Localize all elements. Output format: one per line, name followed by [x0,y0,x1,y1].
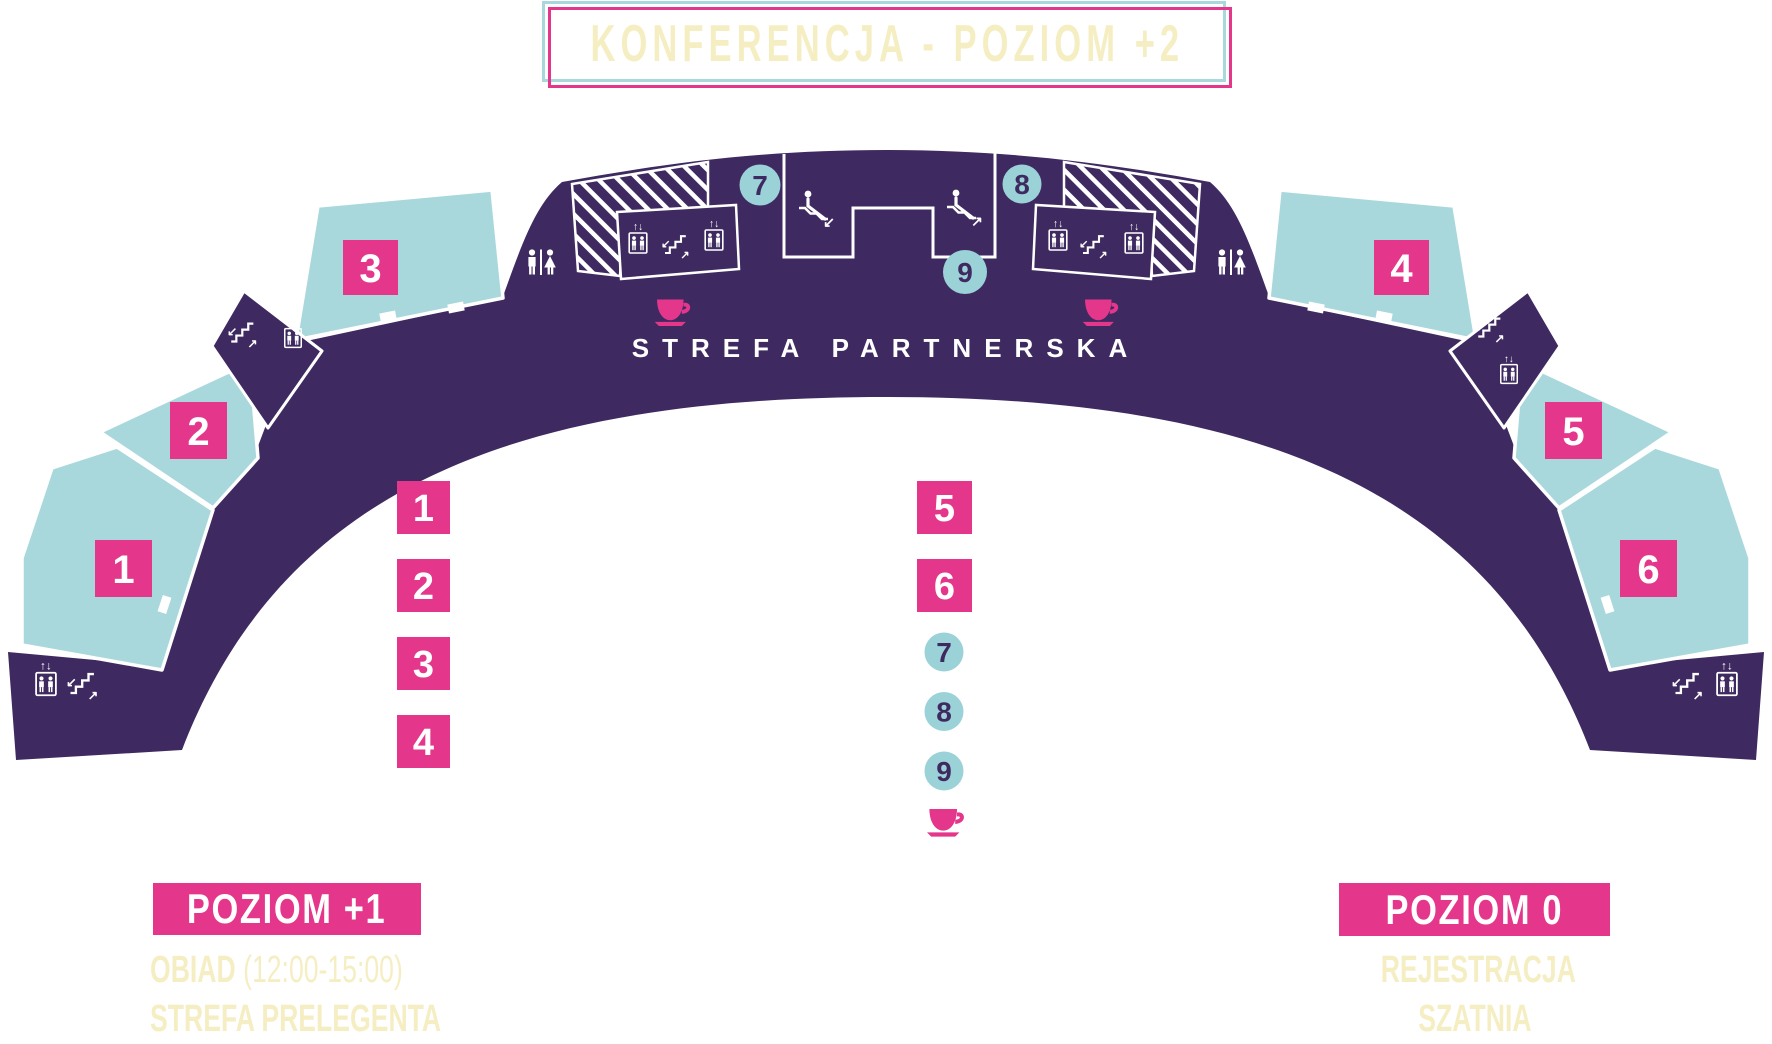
svg-text:2: 2 [187,410,209,454]
legend-right-column: 5 6 7 8 9 [917,481,972,837]
coffee-icon [654,299,691,326]
room-badges: 1 2 3 4 5 6 [95,240,1677,597]
level-0-text: POZIOM 0 [1385,885,1564,933]
legend-left-column: 1 2 3 4 [397,481,450,768]
legend-item-9: 9 [924,751,964,791]
legend-item-4: 4 [397,715,450,768]
room-4-area [1267,188,1478,342]
level-plus1-text: POZIOM +1 [187,885,387,932]
svg-text:9: 9 [936,756,952,787]
svg-text:6: 6 [934,566,955,608]
circle-7-badge: 7 [739,164,781,206]
speaker-zone-line: STREFA PRELEGENTA [150,998,442,1040]
svg-text:3: 3 [359,247,381,291]
svg-text:8: 8 [936,697,952,728]
legend-item-2: 2 [397,559,450,612]
room-3-area [294,188,505,342]
circle-9-badge: 9 [943,250,987,294]
legend-item-1: 1 [397,481,450,534]
room-5-badge: 5 [1545,402,1602,459]
svg-text:3: 3 [413,644,434,686]
map-circles: 7 8 9 [739,164,1042,294]
door-notches [157,301,1615,614]
room-4-badge: 4 [1374,240,1429,295]
svg-text:7: 7 [936,637,952,668]
escalator-down-icon: ↙ [797,189,835,230]
legend-item-7: 7 [924,632,964,672]
legend-item-6: 6 [917,559,972,612]
lunch-line: OBIAD (12:00-15:00) [150,949,403,991]
svg-text:6: 6 [1637,548,1659,592]
legend-item-3: 3 [397,637,450,690]
legend-coffee-icon [927,809,964,837]
corridor-arc [8,150,1764,760]
room-6-badge: 6 [1620,540,1677,597]
circle-8-badge: 8 [1002,164,1042,204]
level-0-description: REJESTRACJA SZATNIA [1339,946,1610,1044]
escalator-up-icon: ↗ [945,188,983,229]
svg-text:7: 7 [752,170,768,201]
cloakroom-line: SZATNIA [1417,998,1532,1040]
registration-line: REJESTRACJA [1380,949,1576,991]
coffee-icon [1082,299,1119,326]
level-plus1-description: OBIAD (12:00-15:00) STREFA PRELEGENTA [150,946,570,1044]
room-3-badge: 3 [343,240,398,295]
title-box-pink-border [548,7,1232,88]
room-2-badge: 2 [170,402,227,459]
level-plus1-label: POZIOM +1 [153,883,421,935]
level-0-label: POZIOM 0 [1339,883,1610,936]
svg-text:2: 2 [413,566,434,608]
legend-item-5: 5 [917,481,972,534]
page-title: KONFERENCJA - POZIOM +2 [542,1,1232,88]
svg-text:4: 4 [1390,247,1413,291]
escalator-bay-outline [782,151,997,259]
svg-text:1: 1 [413,488,434,530]
svg-text:1: 1 [112,548,134,592]
svg-text:5: 5 [934,488,955,530]
svg-text:4: 4 [413,722,434,764]
svg-text:↙: ↙ [823,214,835,230]
svg-text:8: 8 [1014,169,1030,200]
partner-zone-label: STREFA PARTNERSKA [632,333,1140,363]
title-box-teal-border [542,1,1226,82]
svg-text:↗: ↗ [971,213,983,229]
svg-text:5: 5 [1562,410,1584,454]
svg-text:9: 9 [957,257,973,288]
page-title-text: KONFERENCJA - POZIOM +2 [590,15,1184,74]
room-1-badge: 1 [95,540,152,597]
stair-wedge-left [210,289,324,430]
legend-item-8: 8 [924,692,964,731]
